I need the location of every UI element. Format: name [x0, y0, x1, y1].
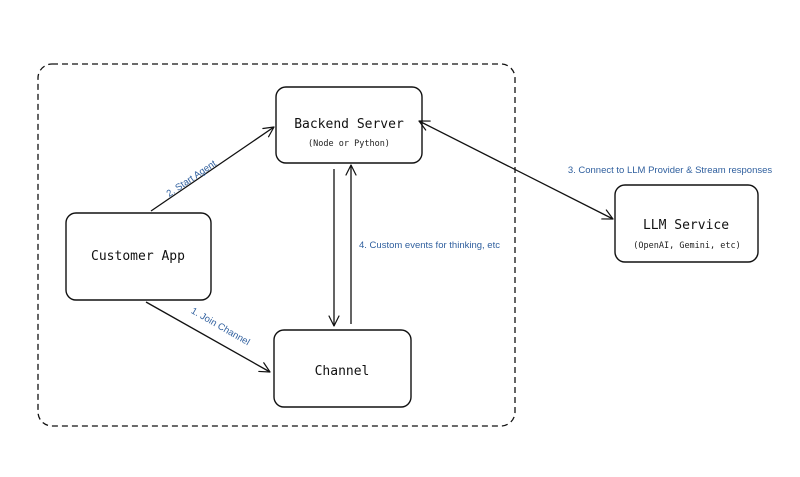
llm-service-box	[614, 184, 759, 263]
channel-node: Channel	[273, 329, 412, 408]
llm-service-subtitle: (OpenAI, Gemini, etc)	[633, 241, 740, 251]
llm-stream-label: 3. Connect to LLM Provider & Stream resp…	[568, 165, 773, 176]
customer-app-box	[65, 212, 212, 301]
join-channel-arrow	[145, 301, 271, 373]
llm-stream-arrow	[418, 120, 614, 220]
channel-box	[273, 329, 412, 408]
backend-server-node: Backend Server (Node or Python)	[275, 86, 423, 164]
join-channel-label: 1. Join Channel	[189, 306, 252, 349]
llm-service-title: LLM Service	[643, 218, 729, 233]
backend-server-subtitle: (Node or Python)	[308, 139, 390, 149]
start-agent-arrow	[150, 126, 275, 212]
customer-app-title: Customer App	[91, 249, 185, 264]
channel-title: Channel	[315, 364, 370, 379]
customer-app-node: Customer App	[65, 212, 212, 301]
llm-service-node: LLM Service (OpenAI, Gemini, etc)	[614, 184, 759, 263]
backend-server-title: Backend Server	[294, 117, 404, 132]
custom-events-label: 4. Custom events for thinking, etc	[359, 240, 500, 251]
system-boundary	[37, 63, 516, 427]
start-agent-label: 2. Start Agent	[165, 158, 219, 200]
